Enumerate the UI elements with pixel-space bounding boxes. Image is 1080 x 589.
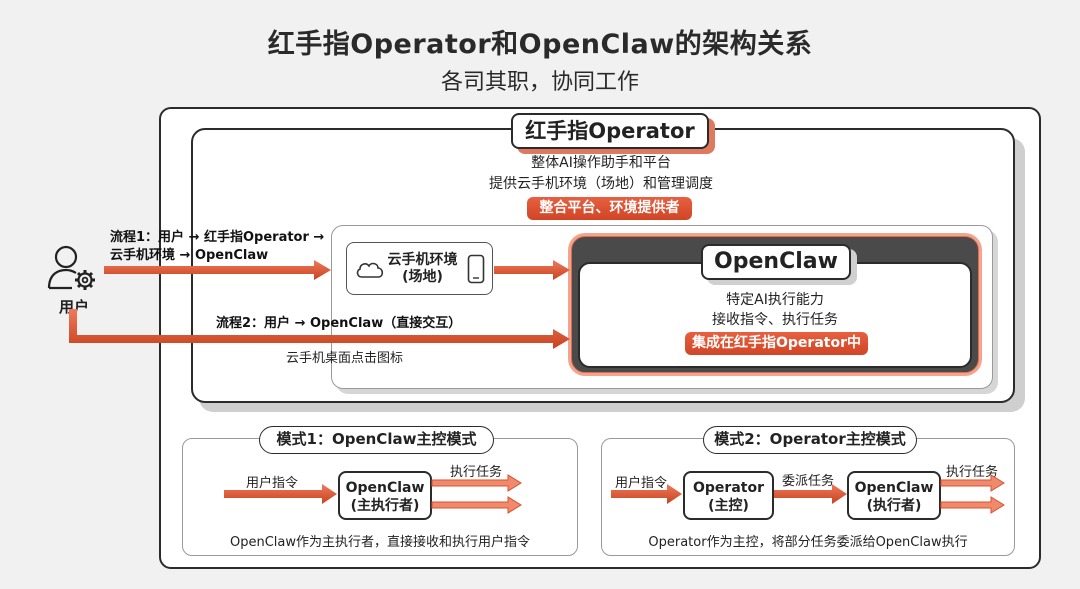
- mode2-output-arrow-1: [940, 474, 1005, 492]
- operator-desc-1: 整体AI操作助手和平台: [531, 155, 671, 171]
- mode2-node2-line2: (执行者): [866, 498, 922, 514]
- cloud-env-box: 云手机环境 (场地): [346, 242, 493, 295]
- mode1-openclaw-node: OpenClaw (主执行者): [338, 471, 432, 520]
- flow1-text-line1: 流程1：用户 → 红手指Operator →: [110, 230, 325, 245]
- openclaw-desc-1: 特定AI执行能力: [726, 292, 824, 308]
- mode2-title: 模式2：Operator主控模式: [703, 426, 917, 454]
- cloud-env-sublabel: (场地): [402, 269, 443, 285]
- mode2-output-label: 执行任务: [946, 465, 999, 480]
- mode2-node1-line2: (主控): [708, 498, 749, 514]
- mode1-node-line2: (主执行者): [350, 498, 420, 514]
- openclaw-role-tag: 集成在红手指Operator中: [685, 332, 868, 355]
- page-title: 红手指Operator和OpenClaw的架构关系: [267, 29, 813, 60]
- user-label: 用户: [58, 298, 89, 316]
- mode2-caption: Operator作为主控，将部分任务委派给OpenClaw执行: [648, 535, 968, 550]
- mode2-middle-label: 委派任务: [782, 474, 835, 489]
- user-settings-icon: [47, 245, 95, 290]
- mode1-input-label: 用户指令: [246, 476, 299, 491]
- phone-icon: [467, 254, 485, 284]
- mode1-output-label: 执行任务: [450, 465, 503, 480]
- mode2-node1-line1: Operator: [693, 480, 764, 496]
- mode2-operator-node: Operator (主控): [683, 471, 774, 520]
- cloud-icon: [356, 262, 384, 278]
- page-subtitle: 各司其职，协同工作: [440, 70, 639, 95]
- flow1-text-line2: 云手机环境 → OpenClaw: [110, 248, 269, 263]
- operator-title: 红手指Operator: [511, 113, 709, 149]
- mode1-output-arrow-1: [431, 474, 522, 492]
- mode1-node-line1: OpenClaw: [345, 480, 425, 496]
- mode2-input-arrow: [611, 484, 682, 504]
- mode1-caption: OpenClaw作为主执行者，直接接收和执行用户指令: [229, 535, 530, 550]
- mode2-output-arrow-2: [940, 496, 1005, 514]
- flow1-arrow: [104, 260, 331, 280]
- mode2-delegate-arrow: [774, 484, 847, 504]
- operator-role-tag: 整合平台、环境提供者: [527, 197, 692, 220]
- mode2-openclaw-node: OpenClaw (执行者): [847, 471, 941, 520]
- mode1-input-arrow: [224, 484, 337, 504]
- cloud-env-label: 云手机环境: [387, 252, 458, 268]
- openclaw-desc-2: 接收指令、执行任务: [712, 312, 838, 328]
- env-to-openclaw-arrow: [494, 260, 570, 280]
- openclaw-title: OpenClaw: [701, 244, 851, 280]
- flow2-text: 流程2：用户 → OpenClaw（直接交互）: [216, 316, 462, 331]
- flow2-arrow: [69, 309, 570, 349]
- operator-desc-2: 提供云手机环境（场地）和管理调度: [489, 176, 713, 192]
- flow2-note: 云手机桌面点击图标: [286, 351, 404, 366]
- mode1-output-arrow-2: [431, 496, 522, 514]
- mode2-node2-line1: OpenClaw: [854, 480, 934, 496]
- mode2-input-label: 用户指令: [615, 476, 668, 491]
- mode1-title: 模式1：OpenClaw主控模式: [259, 426, 494, 454]
